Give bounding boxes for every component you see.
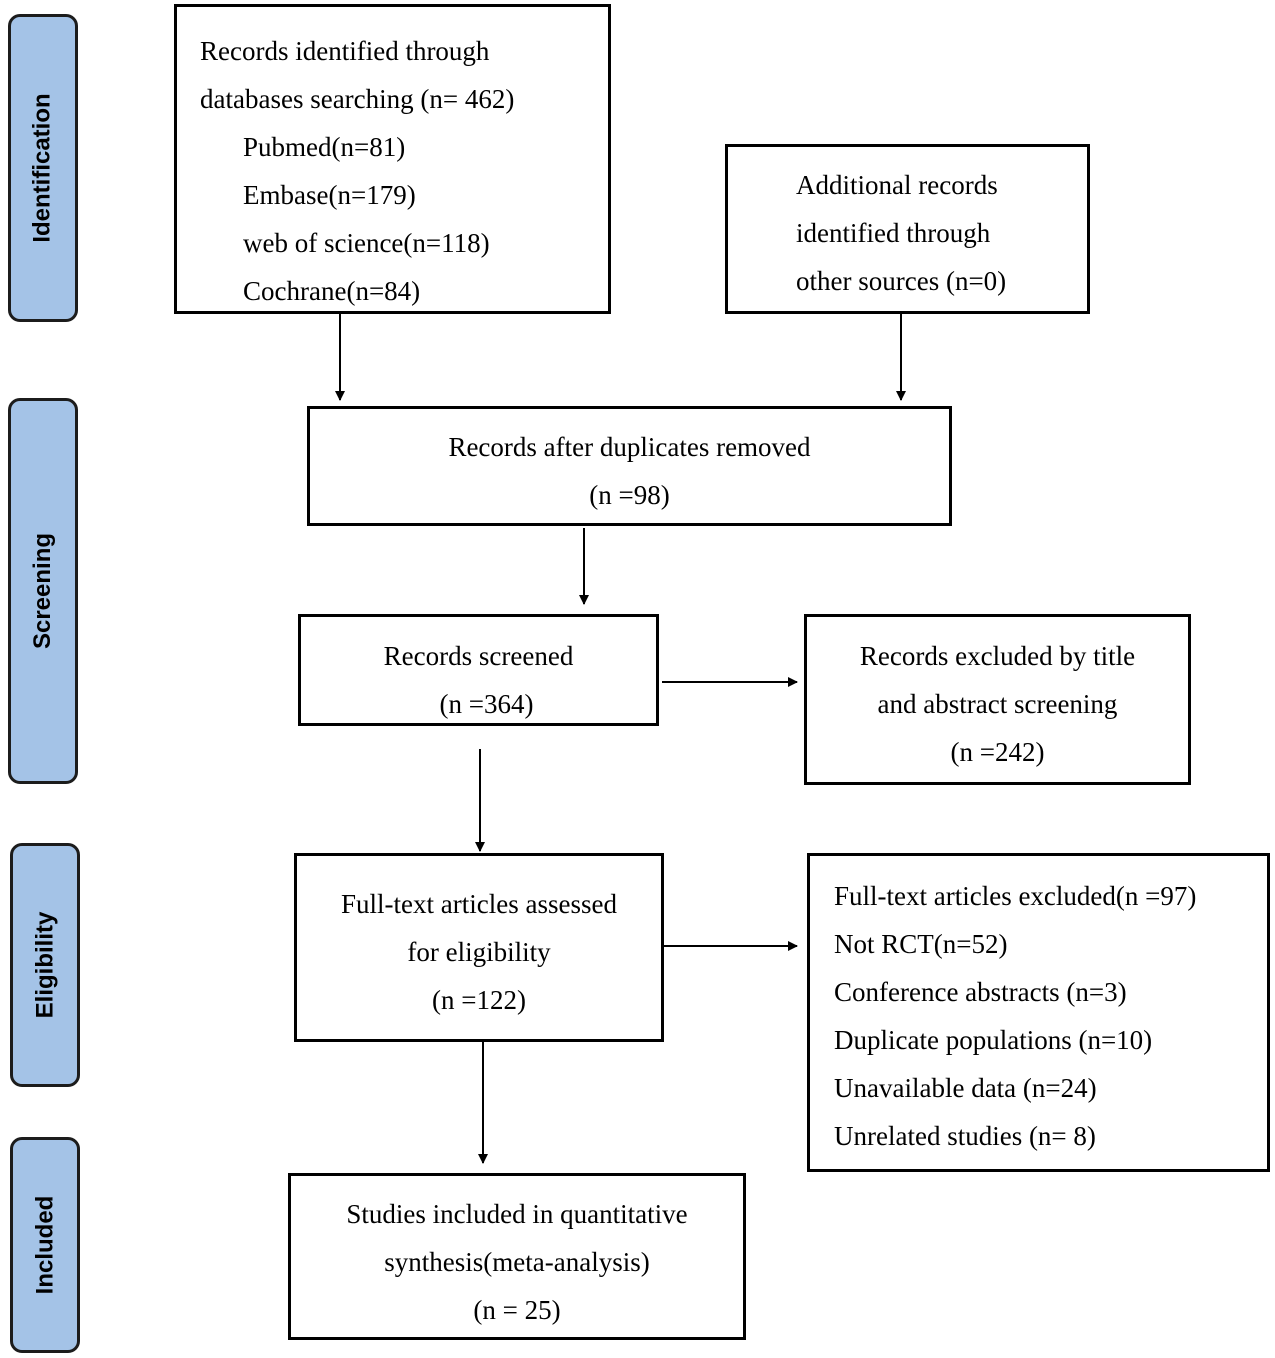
excluded-title-count: (n =242) <box>950 737 1045 767</box>
records-screened-label: Records screened <box>383 641 574 671</box>
duplicates-removed-count: (n =98) <box>589 480 670 510</box>
studies-included-count: (n = 25) <box>473 1295 561 1325</box>
other-sources-line-2: identified through <box>796 218 991 248</box>
other-sources-line-1: Additional records <box>796 170 998 200</box>
studies-included-line-1: Studies included in quantitative <box>346 1199 688 1229</box>
stage-identification: Identification <box>8 14 78 322</box>
database-web-of-science: web of science(n=118) <box>243 228 490 258</box>
studies-included-box: Studies included in quantitative synthes… <box>288 1173 746 1340</box>
excluded-conference-abstracts: Conference abstracts (n=3) <box>834 977 1127 1007</box>
database-embase: Embase(n=179) <box>243 180 416 210</box>
stage-eligibility: Eligibility <box>10 843 80 1087</box>
stage-screening: Screening <box>8 398 78 784</box>
database-search-total: databases searching (n= 462) <box>200 84 515 114</box>
excluded-title-line-2: and abstract screening <box>877 689 1118 719</box>
database-search-box: Records identified through databases sea… <box>174 4 611 314</box>
stage-included: Included <box>10 1137 80 1353</box>
fulltext-excluded-box: Full-text articles excluded(n =97) Not R… <box>807 853 1270 1172</box>
records-screened-count: (n =364) <box>439 689 534 719</box>
excluded-title-line-1: Records excluded by title <box>859 641 1136 671</box>
excluded-unrelated-studies: Unrelated studies (n= 8) <box>834 1121 1096 1151</box>
excluded-not-rct: Not RCT(n=52) <box>834 929 1008 959</box>
fulltext-assessed-line-1: Full-text articles assessed <box>341 889 617 919</box>
other-sources-box: Additional records identified through ot… <box>725 144 1090 314</box>
records-screened-box: Records screened (n =364) <box>298 614 659 726</box>
database-cochrane: Cochrane(n=84) <box>243 276 421 306</box>
database-pubmed: Pubmed(n=81) <box>243 132 406 162</box>
excluded-duplicate-populations: Duplicate populations (n=10) <box>834 1025 1153 1055</box>
studies-included-line-2: synthesis(meta-analysis) <box>384 1247 650 1277</box>
fulltext-assessed-box: Full-text articles assessed for eligibil… <box>294 853 664 1042</box>
duplicates-removed-label: Records after duplicates removed <box>448 432 811 462</box>
database-search-title: Records identified through <box>200 36 490 66</box>
excluded-title-abstract-box: Records excluded by title and abstract s… <box>804 614 1191 785</box>
fulltext-excluded-total: Full-text articles excluded(n =97) <box>834 881 1197 911</box>
excluded-unavailable-data: Unavailable data (n=24) <box>834 1073 1097 1103</box>
fulltext-assessed-line-2: for eligibility <box>407 937 551 967</box>
duplicates-removed-box: Records after duplicates removed (n =98) <box>307 406 952 526</box>
other-sources-line-3: other sources (n=0) <box>796 266 1007 296</box>
fulltext-assessed-count: (n =122) <box>432 985 526 1015</box>
